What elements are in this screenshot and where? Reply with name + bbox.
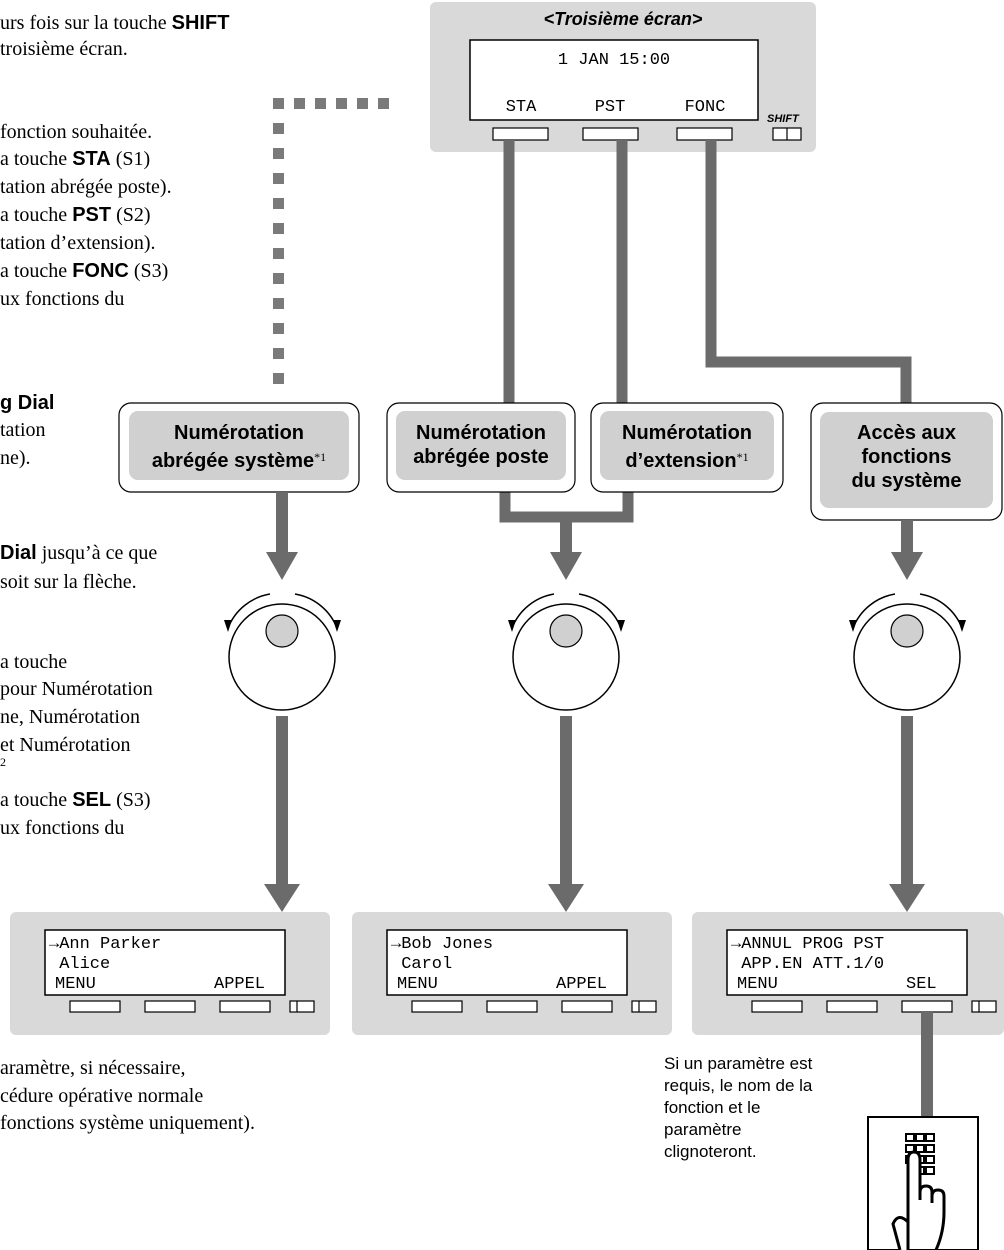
instruction-sta: a touche STA (S1) [0,148,151,170]
arrows-to-displays [264,716,925,912]
display1-line2: Alice [49,955,111,974]
function-box-station-speed-dial[interactable]: Numérotation abrégée poste [413,422,549,468]
display3-line1: →ANNUL PROG PST [731,935,885,954]
instruction-fonc: a touche FONC (S3) [0,260,169,282]
instruction-step5-line2: pour Numérotation [0,678,153,700]
display1-right-softkey: APPEL [214,975,266,994]
shift-key-label: SHIFT [767,113,799,125]
instruction-step3-line3: ne). [0,447,31,469]
instruction-step6: aramètre, si nécessaire, [0,1057,186,1079]
instruction-step5: a touche [0,651,68,673]
instruction-step5-note: 2 [0,755,6,769]
display3-right-softkey: SEL [906,975,937,994]
display2-line2: Carol [391,955,453,974]
display1-line1: →Ann Parker [49,935,162,954]
dotted-connector [273,98,389,384]
instruction-step3-line2: tation [0,419,46,441]
instruction-sel-desc: ux fonctions du [0,817,125,839]
softkey-s2[interactable] [582,127,639,141]
instruction-step1: urs fois sur la touche SHIFT [0,12,230,34]
function-box-system-speed-dial[interactable]: Numérotation abrégée système*1 [151,422,327,472]
result-display-panels [10,912,1004,1035]
function-box-extension-dial[interactable]: Numérotation d’extension*1 [622,422,752,472]
instruction-sta-desc: tation abrégée poste). [0,176,172,198]
keypad-press-icon[interactable] [867,1116,979,1250]
instruction-step4-line2: soit sur la flèche. [0,571,137,593]
display2-line1: →Bob Jones [391,935,494,954]
softkey-label-fonc: FONC [684,98,726,117]
jog-dial-icon[interactable] [849,593,966,711]
instruction-step5-line3: ne, Numérotation [0,706,140,728]
instruction-fonc-desc: ux fonctions du [0,288,125,310]
function-box-frames [118,402,1003,521]
softkey-label-sta: STA [505,98,537,117]
display1-left-softkey: MENU [55,975,96,994]
instruction-pst: a touche PST (S2) [0,204,151,226]
instruction-step1-line2: troisième écran. [0,38,128,60]
instruction-sel: a touche SEL (S3) [0,789,151,811]
instruction-pst-desc: tation d’extension). [0,232,156,254]
routing-lines [499,140,912,523]
parameter-note: Si un paramètre est requis, le nom de la… [664,1054,813,1161]
top-display-title: <Troisième écran> [543,9,703,29]
jog-dial-icon[interactable] [224,593,341,711]
softkey-label-pst: PST [594,98,626,117]
top-display-panel [430,2,816,152]
display2-left-softkey: MENU [397,975,438,994]
display2-right-softkey: APPEL [556,975,608,994]
instruction-step3: g Dial [0,392,55,414]
softkey-s1[interactable] [492,127,549,141]
instruction-step6-line3: fonctions système uniquement). [0,1112,255,1134]
display3-line2: APP.EN ATT.1/0 [731,955,885,974]
instruction-step2: fonction souhaitée. [0,121,153,143]
instruction-step5-line4: et Numérotation [0,734,131,756]
top-display-date-time: 1 JAN 15:00 [557,51,671,70]
jog-dial-icon[interactable] [508,593,625,711]
arrows-to-dials [266,492,923,580]
softkey-s3[interactable] [676,127,733,141]
display3-left-softkey: MENU [737,975,778,994]
instruction-step6-line2: cédure opérative normale [0,1085,204,1107]
function-box-system-features[interactable]: Accès aux fonctions du système [851,422,962,492]
instruction-step4: Dial jusqu’à ce que [0,542,158,564]
